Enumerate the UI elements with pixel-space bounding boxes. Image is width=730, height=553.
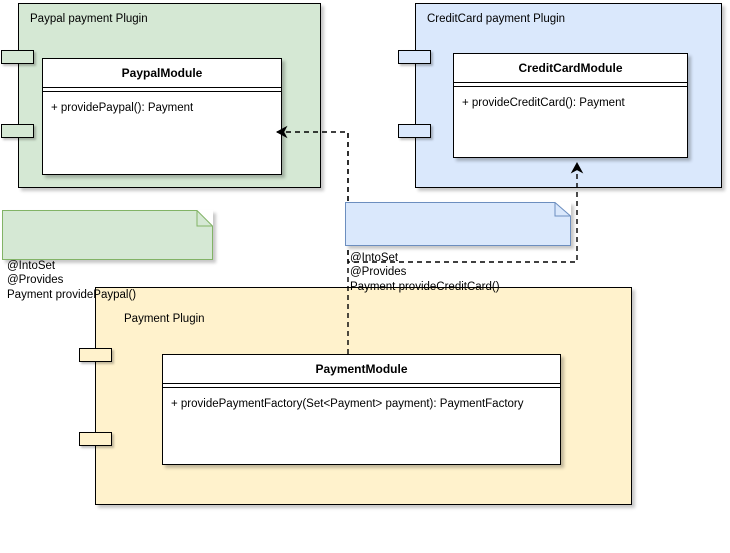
- note-creditcard-text: @IntoSet @Provides Payment provideCredit…: [350, 251, 500, 293]
- module-paypal-member-0: + providePaypal(): Payment: [51, 102, 194, 114]
- module-payment[interactable]: PaymentModule + providePaymentFactory(Se…: [162, 354, 561, 465]
- module-paypal-name: PaypalModule: [121, 66, 203, 80]
- module-creditcard-name: CreditCardModule: [518, 61, 623, 75]
- plugin-payment-port-top[interactable]: [79, 348, 112, 362]
- note-paypal-shape: [2, 210, 213, 260]
- note-paypal-text: @IntoSet @Provides Payment providePaypal…: [7, 259, 137, 301]
- note-creditcard[interactable]: @IntoSet @Provides Payment provideCredit…: [345, 202, 571, 293]
- module-paypal-separator: [43, 87, 281, 92]
- module-payment-separator: [163, 383, 560, 388]
- module-payment-name: PaymentModule: [315, 362, 408, 376]
- module-payment-member-0: + providePaymentFactory(Set<Payment> pay…: [171, 398, 524, 410]
- plugin-creditcard-title: CreditCard payment Plugin: [427, 13, 566, 25]
- module-creditcard[interactable]: CreditCardModule + provideCreditCard(): …: [453, 53, 688, 158]
- plugin-payment-title: Payment Plugin: [124, 313, 205, 325]
- plugin-paypal-port-top[interactable]: [1, 50, 34, 64]
- plugin-paypal-port-bottom[interactable]: [1, 124, 34, 138]
- module-creditcard-member-0: + provideCreditCard(): Payment: [462, 97, 625, 109]
- module-paypal[interactable]: PaypalModule + providePaypal(): Payment: [42, 58, 282, 175]
- module-creditcard-separator: [454, 82, 687, 87]
- plugin-payment-port-bottom[interactable]: [79, 432, 112, 446]
- plugin-creditcard-port-bottom[interactable]: [398, 124, 431, 138]
- note-creditcard-shape: [345, 202, 571, 246]
- plugin-creditcard-port-top[interactable]: [398, 50, 431, 64]
- plugin-paypal-title: Paypal payment Plugin: [30, 13, 148, 25]
- note-paypal[interactable]: @IntoSet @Provides Payment providePaypal…: [2, 210, 213, 301]
